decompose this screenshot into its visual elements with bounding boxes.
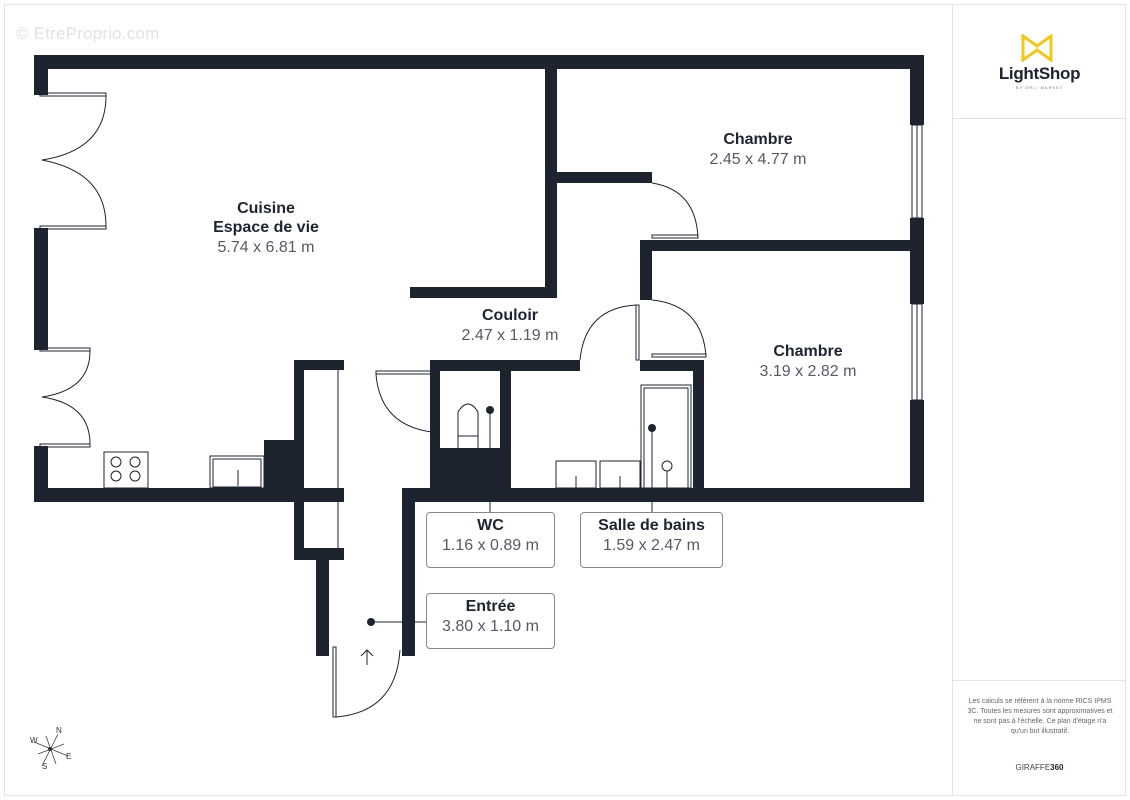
room-dims: 1.16 x 0.89 m (442, 537, 539, 554)
room-label-couloir: Couloir 2.47 x 1.19 m (462, 306, 559, 346)
room-dims: 1.59 x 2.47 m (603, 537, 700, 554)
brand-suffix: 360 (1050, 763, 1064, 772)
sidebar: LightShop BY ORLI MARKET Les calculs se … (952, 4, 1126, 796)
compass-icon (33, 733, 69, 767)
lightshop-logo-icon (1021, 34, 1053, 62)
room-name: Salle de bains (598, 517, 705, 534)
brand-mark: GIRAFFE360 (953, 763, 1126, 772)
room-tag-wc: WC 1.16 x 0.89 m (426, 512, 555, 568)
room-label-chambre-1: Chambre 2.45 x 4.77 m (710, 130, 807, 170)
compass-s: S (42, 762, 48, 771)
brand-prefix: GIRAFFE (1015, 763, 1051, 772)
page-frame (4, 4, 1126, 796)
room-name: Couloir (481, 307, 538, 324)
compass-rose: N W E S (28, 726, 78, 774)
disclaimer-text: Les calculs se réfèrent à la norme RICS … (967, 698, 1113, 735)
room-name-secondary: Espace de vie (213, 219, 319, 236)
compass-e: E (66, 752, 72, 761)
compass-n: N (56, 726, 62, 735)
room-name: Chambre (773, 343, 843, 360)
logo-panel: LightShop BY ORLI MARKET (953, 4, 1126, 119)
room-tag-entree: Entrée 3.80 x 1.10 m (426, 593, 555, 649)
room-label-cuisine: Cuisine Espace de vie 5.74 x 6.81 m (213, 199, 319, 258)
room-tag-salle-de-bains: Salle de bains 1.59 x 2.47 m (580, 512, 723, 568)
watermark: © EtreProprio.com (16, 24, 160, 43)
floor-plan (34, 55, 924, 718)
disclaimer-panel: Les calculs se réfèrent à la norme RICS … (953, 680, 1126, 797)
logo-subtitle: BY ORLI MARKET (1015, 85, 1064, 90)
room-name: Entrée (465, 598, 516, 615)
room-label-chambre-2: Chambre 3.19 x 2.82 m (760, 342, 857, 382)
room-dims: 2.47 x 1.19 m (461, 327, 559, 344)
compass-w: W (30, 736, 38, 745)
room-dims: 5.74 x 6.81 m (217, 239, 315, 256)
room-name: Cuisine (237, 200, 295, 217)
room-dims: 3.80 x 1.10 m (442, 618, 539, 635)
room-name: WC (477, 517, 504, 534)
room-dims: 3.19 x 2.82 m (759, 363, 857, 380)
logo-name: LightShop (998, 64, 1081, 83)
doors-and-fixtures (39, 92, 923, 718)
walls (34, 55, 924, 656)
room-dims: 2.45 x 4.77 m (709, 151, 807, 168)
room-name: Chambre (723, 131, 793, 148)
